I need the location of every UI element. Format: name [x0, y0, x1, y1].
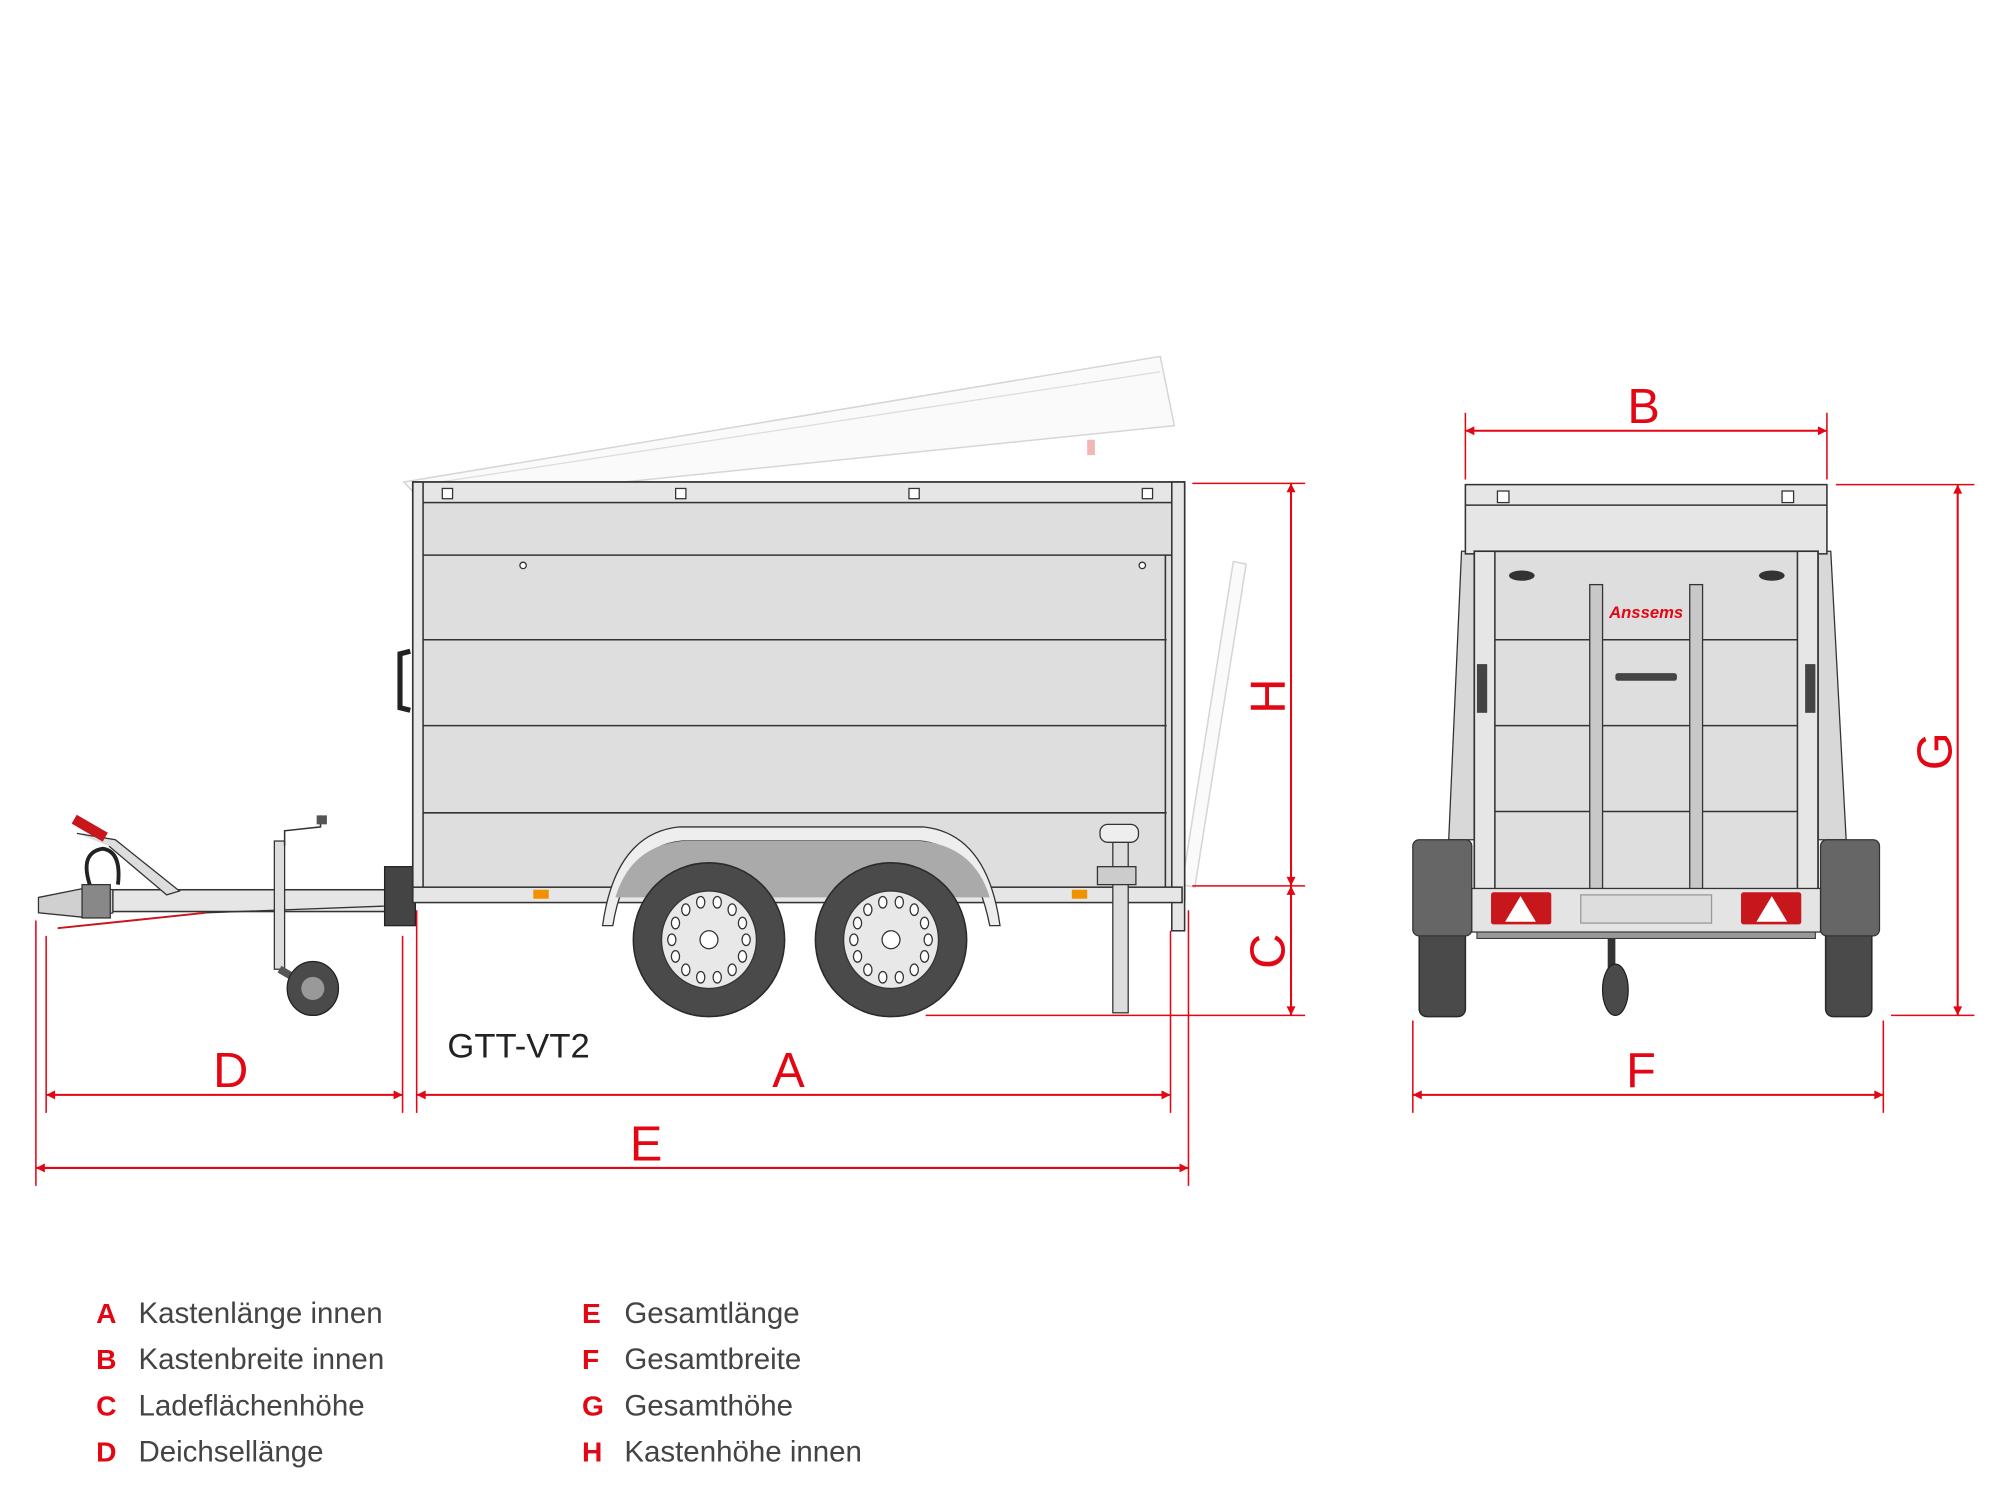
model-label: GTT-VT2	[447, 1028, 589, 1066]
legend-letter: G	[582, 1389, 604, 1421]
wheel-front	[632, 862, 786, 1018]
rim-hole	[909, 903, 919, 917]
wheel-rear	[814, 862, 968, 1018]
rim-hole	[670, 950, 681, 963]
rim-hole	[894, 970, 905, 984]
rim-hole	[863, 963, 873, 977]
lid-ghost-line	[422, 371, 1161, 486]
rim-hole	[852, 916, 863, 930]
dimension-label-e: E	[630, 1117, 662, 1171]
handbrake-grip	[71, 814, 108, 842]
dimension-label-a: A	[772, 1044, 805, 1098]
door-bar-right	[1689, 583, 1704, 891]
tail-light-right	[1741, 892, 1802, 925]
vent-left	[1508, 570, 1535, 581]
rear-top-section	[1464, 483, 1828, 555]
rim-hole	[727, 903, 737, 917]
legend-text: Ladeflächenhöhe	[138, 1389, 364, 1422]
bellows	[81, 883, 111, 919]
side-dimensions: D A E H C	[35, 482, 1306, 1186]
legend-text: Kastenbreite innen	[138, 1343, 384, 1376]
side-view	[37, 355, 1248, 1018]
rim-hole	[849, 933, 859, 947]
side-panel-left	[1448, 550, 1476, 841]
door-handle	[1615, 673, 1677, 681]
rim-hole	[681, 963, 691, 977]
legend-letter: C	[96, 1389, 116, 1421]
rim-hole	[741, 933, 751, 947]
drawbar	[112, 888, 412, 913]
gas-strut-ghost	[1087, 439, 1095, 456]
rim-hole	[923, 933, 933, 947]
legend-text: Kastenlänge innen	[138, 1297, 382, 1330]
side-reflector-front	[533, 889, 549, 899]
legend-letter: E	[582, 1297, 601, 1329]
rear-door	[1473, 550, 1819, 892]
brand-logo: Anssems	[1608, 603, 1683, 622]
legend-text: Gesamtbreite	[624, 1343, 801, 1376]
open-rear-door-ghost	[1181, 560, 1248, 889]
dimension-label-c: C	[1242, 934, 1296, 969]
front-post	[412, 481, 424, 901]
dimension-label-f: F	[1626, 1044, 1656, 1098]
legend-letter: D	[96, 1436, 116, 1468]
license-plate-area	[1580, 894, 1713, 924]
rim-hole	[863, 903, 873, 917]
legend-letter: F	[582, 1343, 599, 1375]
fender-right	[1819, 839, 1881, 937]
rear-post	[1171, 481, 1186, 932]
legend-letter: H	[582, 1436, 602, 1468]
rear-view-jockey-wheel	[1601, 963, 1629, 1017]
rim-hole	[894, 895, 905, 909]
legend-text: Kastenhöhe innen	[624, 1436, 862, 1469]
legend-text: Deichsellänge	[138, 1436, 323, 1469]
rim-hole	[681, 903, 691, 917]
rim-hole	[695, 895, 706, 909]
rim-hole	[695, 970, 706, 984]
side-reflector-rear	[1071, 889, 1088, 899]
rim-hole	[712, 895, 722, 909]
rim-hole	[878, 970, 888, 984]
dimension-label-h: H	[1242, 679, 1296, 714]
legend-text: Gesamthöhe	[624, 1389, 793, 1422]
open-lid-ghost	[402, 355, 1176, 504]
legend-letter: B	[96, 1343, 116, 1375]
rim-hole	[919, 916, 930, 930]
coupling-bracket	[383, 866, 417, 927]
rim-hole	[919, 950, 930, 963]
door-lock-left	[1476, 664, 1488, 713]
legend-letter: A	[96, 1297, 116, 1329]
vent-right	[1758, 570, 1785, 581]
side-panel-right	[1817, 550, 1847, 841]
dimension-label-g: G	[1908, 732, 1962, 770]
cable-loop	[84, 846, 121, 886]
door-bar-left	[1589, 583, 1604, 891]
tail-light-left	[1491, 892, 1552, 925]
rim-hole	[878, 895, 888, 909]
brake-cable	[205, 904, 411, 914]
rim-hole	[909, 963, 919, 977]
rim-hole	[852, 950, 863, 963]
jockey-wheel	[273, 815, 340, 1017]
legend-text: Gesamtlänge	[624, 1297, 799, 1330]
dimension-label-d: D	[213, 1044, 248, 1098]
rim-hole	[737, 916, 748, 930]
side-handle	[397, 648, 411, 713]
rim-hole	[670, 916, 681, 930]
rim-hole	[712, 970, 722, 984]
rim-hole	[727, 963, 737, 977]
rim-hole	[667, 933, 677, 947]
fender-left	[1412, 839, 1473, 937]
door-lock-right	[1805, 664, 1816, 713]
top-rail	[412, 481, 1186, 504]
rear-view: Anssems	[1412, 483, 1881, 1018]
rim-hole	[737, 950, 748, 963]
rear-dimensions: B F G	[1412, 380, 1975, 1113]
rear-support-leg	[1096, 823, 1140, 1014]
legend: A Kastenlänge innen B Kastenbreite innen…	[96, 1297, 862, 1468]
breakaway-cable	[57, 911, 206, 930]
dimension-label-b: B	[1627, 380, 1660, 434]
